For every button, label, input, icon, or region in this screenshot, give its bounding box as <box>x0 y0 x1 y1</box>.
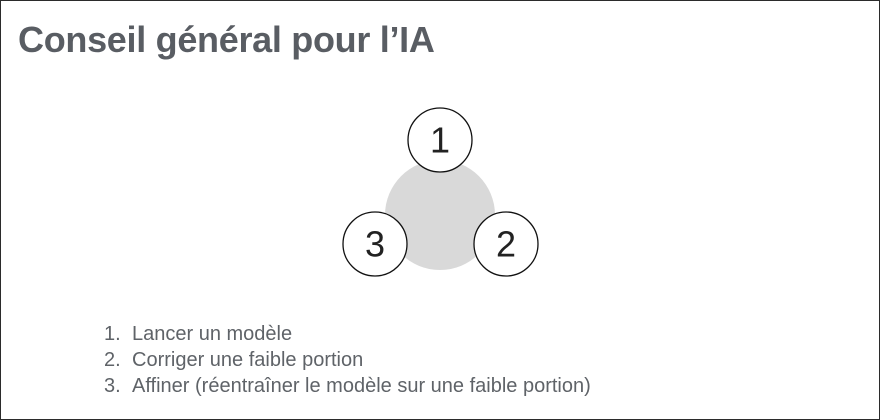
diagram-node-2: 2 <box>473 211 539 277</box>
diagram-node-1-circle <box>407 107 473 173</box>
step-number: 1. <box>104 323 121 345</box>
diagram-node-2-circle <box>473 211 539 277</box>
step-text: Corriger une faible portion <box>132 349 364 371</box>
step-number: 3. <box>104 375 121 397</box>
step-number: 2. <box>104 349 121 371</box>
diagram-node-2-label: 2 <box>496 224 516 265</box>
diagram-node-3-label: 3 <box>365 224 385 265</box>
steps-list-item: 1. Lancer un modèle <box>104 321 591 347</box>
slide-title: Conseil général pour l’IA <box>18 19 435 60</box>
diagram-node-1-label: 1 <box>430 120 450 161</box>
diagram-node-1: 1 <box>407 107 473 173</box>
diagram-center-circle <box>385 160 495 270</box>
steps-list: 1. Lancer un modèle 2. Corriger une faible… <box>104 321 591 399</box>
step-text: Affiner (réentraîner le modèle sur une f… <box>132 375 591 397</box>
step-text: Lancer un modèle <box>132 323 293 345</box>
diagram-node-3: 3 <box>342 211 408 277</box>
steps-list-item: 3. Affiner (réentraîner le modèle sur une… <box>104 373 591 399</box>
diagram-node-3-circle <box>342 211 408 277</box>
steps-list-item: 2. Corriger une faible portion <box>104 347 591 373</box>
